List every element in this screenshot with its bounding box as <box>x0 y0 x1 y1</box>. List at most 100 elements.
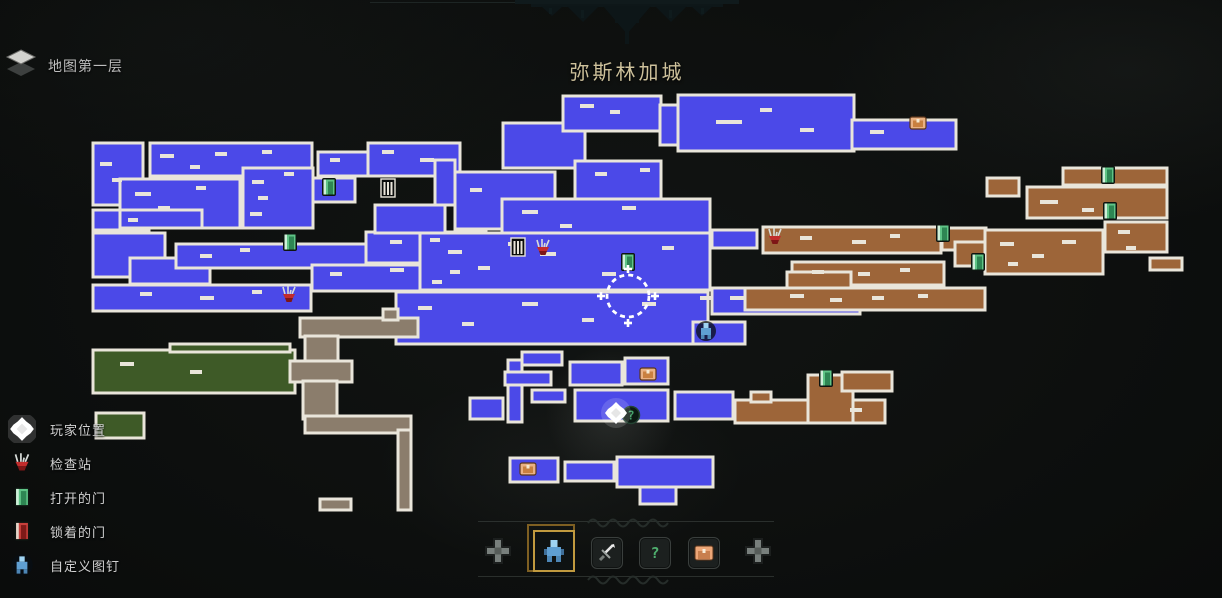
map-room <box>241 166 315 230</box>
platform-dash <box>890 234 900 238</box>
pin-figure-icon <box>544 540 564 562</box>
platform-dash <box>252 180 264 184</box>
chest-marker[interactable] <box>909 116 927 130</box>
map-room <box>520 350 564 367</box>
platform-dash <box>1118 230 1130 234</box>
map-room <box>318 497 353 512</box>
open-door-marker[interactable] <box>971 253 985 271</box>
legend-label: 玩家位置 <box>50 423 107 439</box>
platform-dash <box>602 272 616 276</box>
open-door-marker[interactable] <box>1103 202 1117 220</box>
open-door-marker[interactable] <box>1101 166 1115 184</box>
open-door-marker[interactable] <box>621 253 635 271</box>
locked-door-icon <box>8 517 36 545</box>
checkpoint-marker[interactable] <box>536 239 550 255</box>
platform-dash <box>1032 254 1044 258</box>
platform-dash <box>1062 240 1076 244</box>
map-room <box>91 141 145 207</box>
map-room <box>840 370 894 393</box>
platform-dash <box>700 296 712 300</box>
platform-dash <box>850 408 862 412</box>
dpad-left-button[interactable] <box>485 538 511 568</box>
platform-dash <box>432 280 442 284</box>
open-door-marker[interactable] <box>819 369 833 387</box>
map-room <box>288 359 354 384</box>
platform-dash <box>100 162 112 166</box>
platform-dash <box>582 318 594 322</box>
platform-dash <box>760 108 772 112</box>
dpad-left-icon <box>485 538 511 564</box>
platform-dash <box>330 272 342 276</box>
platform-dash <box>420 158 434 162</box>
map-room <box>298 316 420 339</box>
pin-slot-button-selected[interactable] <box>527 524 575 572</box>
platform-dash <box>1000 242 1014 246</box>
platform-dash <box>858 272 870 276</box>
platform-dash <box>284 172 294 176</box>
platform-dash <box>240 248 250 252</box>
checkpoint-icon <box>8 449 36 477</box>
map-room <box>638 485 678 506</box>
map-room <box>381 307 400 322</box>
platform-dash <box>462 322 474 326</box>
legend-item-open-door: 打开的门 <box>8 480 120 514</box>
map-room <box>1148 256 1184 272</box>
map-room <box>468 396 505 421</box>
player-icon <box>8 415 36 443</box>
open-door-marker[interactable] <box>322 178 336 196</box>
map-room <box>394 290 710 346</box>
pin-marker[interactable] <box>696 321 716 341</box>
platform-dash <box>196 186 206 190</box>
map-room <box>148 141 314 178</box>
map-room <box>985 176 1021 198</box>
chest-button[interactable] <box>688 537 720 569</box>
cursor-marker[interactable] <box>597 265 659 327</box>
platform-dash <box>450 270 460 274</box>
gate-marker[interactable] <box>380 178 396 198</box>
platform-dash <box>140 292 152 296</box>
help-button[interactable]: ? <box>639 537 671 569</box>
open-door-marker[interactable] <box>936 224 950 242</box>
map-room <box>303 334 340 366</box>
divider-ornament-bottom <box>586 571 670 585</box>
page-title: 弥斯林加城 <box>569 60 685 84</box>
platform-dash <box>190 165 200 169</box>
dpad-right-button[interactable] <box>745 538 771 568</box>
platform-dash <box>1008 262 1018 266</box>
platform-dash <box>662 246 674 250</box>
map-room <box>433 158 457 207</box>
map-room <box>303 414 413 435</box>
platform-dash <box>610 110 620 114</box>
floor-indicator[interactable]: 地图第一层 <box>4 48 123 84</box>
chest-icon <box>694 545 714 561</box>
checkpoint-marker[interactable] <box>768 228 782 244</box>
chest-marker[interactable] <box>639 367 657 381</box>
legend-item-checkpoint: 检查站 <box>8 446 120 480</box>
gate-marker[interactable] <box>510 237 526 257</box>
map-room <box>506 358 524 424</box>
platform-dash <box>622 206 636 210</box>
platform-dash <box>470 188 482 192</box>
open-door-marker[interactable] <box>283 233 297 251</box>
legend-item-locked-door: 锁着的门 <box>8 514 120 548</box>
platform-dash <box>800 236 812 240</box>
sword-button[interactable] <box>591 537 623 569</box>
platform-dash <box>262 150 272 154</box>
chest-marker[interactable] <box>519 462 537 476</box>
platform-dash <box>200 254 212 258</box>
platform-dash <box>918 294 928 298</box>
map-room <box>503 370 553 387</box>
platform-dash <box>580 104 594 108</box>
player-marker[interactable] <box>601 398 631 428</box>
checkpoint-marker[interactable] <box>282 286 296 302</box>
platform-dash <box>258 196 268 200</box>
gothic-ornament <box>497 0 757 48</box>
map-room <box>749 390 773 404</box>
legend-label: 锁着的门 <box>50 525 107 541</box>
platform-dash <box>640 168 650 172</box>
platform-dash <box>330 158 340 162</box>
custom-pin-icon <box>8 551 36 579</box>
platform-dash <box>190 370 202 374</box>
